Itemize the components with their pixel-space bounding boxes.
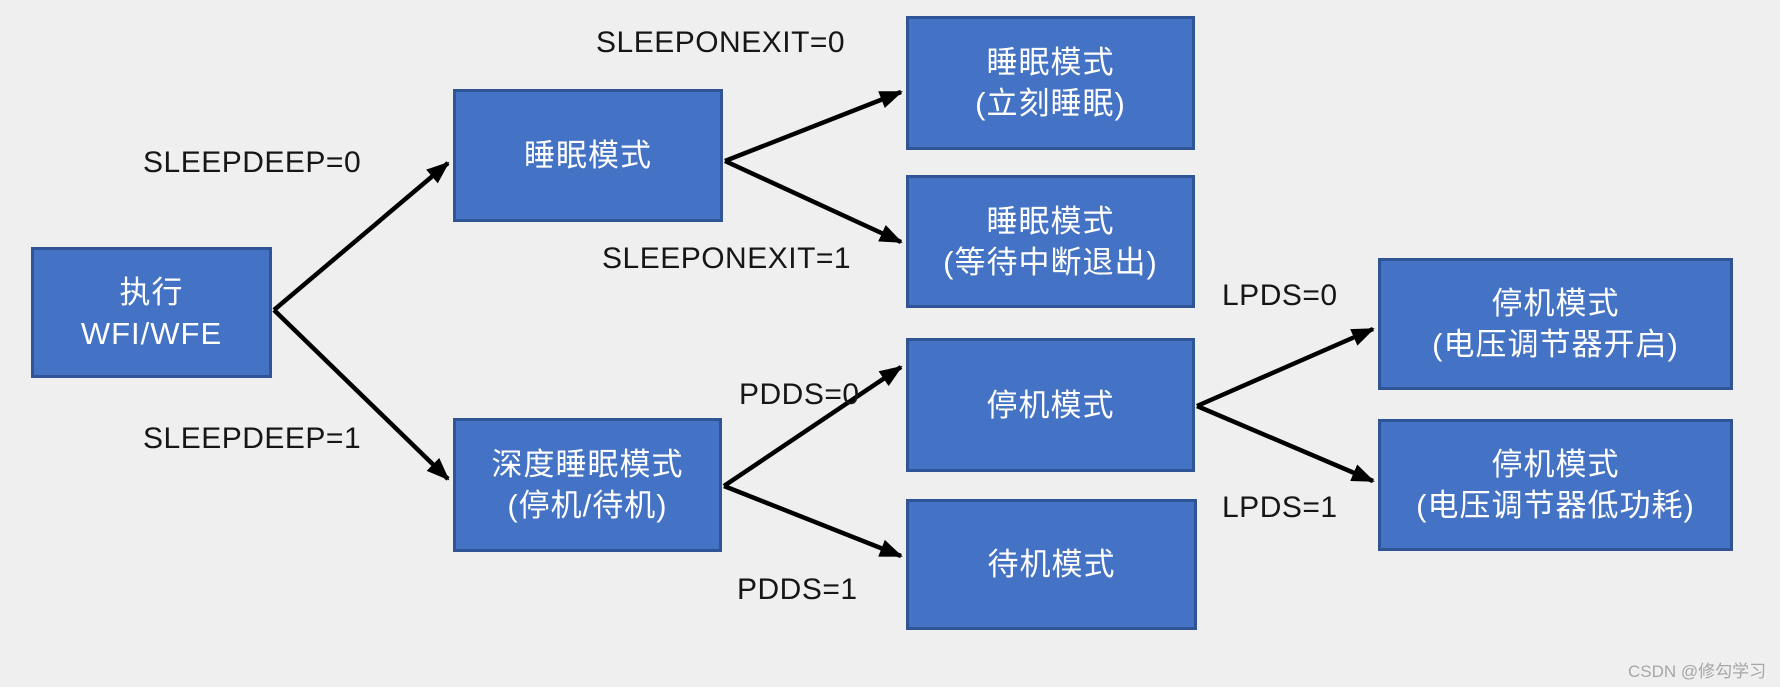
- csdn-watermark: CSDN @修勾学习: [1628, 662, 1767, 681]
- node-sleep-wait-exit: 睡眠模式 (等待中断退出): [906, 175, 1195, 308]
- arrow-sleep-to-sleep-wait-exit: [724, 158, 903, 245]
- node-deep-sleep-line2: (停机/待机): [507, 488, 668, 523]
- node-sleep-immediate-line1: 睡眠模式: [986, 45, 1115, 80]
- arrow-stop-to-stop-vr-low: [1196, 403, 1375, 484]
- node-stop-vr-on-line1: 停机模式: [1491, 286, 1620, 321]
- node-stop-line1: 停机模式: [986, 387, 1115, 423]
- node-sleep-wait-exit-line2: (等待中断退出): [943, 244, 1158, 280]
- node-deep-sleep-mode: 深度睡眠模式 (停机/待机): [453, 418, 722, 552]
- node-stop-mode: 停机模式: [906, 338, 1195, 472]
- node-standby-mode: 待机模式: [906, 499, 1197, 630]
- node-sleep-wait-exit-line1: 睡眠模式: [986, 203, 1115, 239]
- edge-label-pdds-1: PDDS=1: [737, 573, 858, 606]
- arrow-deep-sleep-to-standby: [723, 483, 903, 559]
- node-sleep-immediate-line2: (立刻睡眠): [975, 86, 1126, 121]
- edge-label-sleepdeep-1: SLEEPDEEP=1: [143, 422, 362, 455]
- node-execute-line1: 执行: [119, 274, 184, 310]
- arrow-sleep-to-sleep-immediate: [724, 89, 903, 164]
- arrow-stop-to-stop-vr-on: [1196, 326, 1375, 409]
- node-execute-wfi-wfe: 执行 WFI/WFE: [31, 247, 272, 378]
- edge-label-sleeponexit-1: SLEEPONEXIT=1: [602, 242, 852, 275]
- node-deep-sleep-line1: 深度睡眠模式: [491, 447, 684, 482]
- node-stop-vr-low-line2: (电压调节器低功耗): [1416, 488, 1695, 523]
- edge-label-lpds-0: LPDS=0: [1222, 279, 1338, 312]
- node-sleep-immediate: 睡眠模式 (立刻睡眠): [906, 16, 1195, 150]
- edge-label-sleeponexit-0: SLEEPONEXIT=0: [596, 26, 846, 59]
- node-standby-line1: 待机模式: [987, 547, 1116, 582]
- edge-label-lpds-1: LPDS=1: [1222, 491, 1338, 524]
- node-stop-vr-low: 停机模式 (电压调节器低功耗): [1378, 419, 1733, 551]
- edge-label-pdds-0: PDDS=0: [739, 378, 860, 411]
- node-sleep-mode: 睡眠模式: [453, 89, 723, 222]
- arrow-deep-sleep-to-stop: [722, 365, 903, 488]
- node-execute-line2: WFI/WFE: [80, 315, 223, 351]
- arrow-execute-to-sleep: [272, 161, 450, 312]
- node-sleep-line1: 睡眠模式: [524, 138, 652, 173]
- node-stop-vr-on-line2: (电压调节器开启): [1432, 327, 1679, 362]
- node-stop-vr-on: 停机模式 (电压调节器开启): [1378, 258, 1733, 390]
- arrow-execute-to-deep-sleep: [272, 308, 450, 481]
- node-stop-vr-low-line1: 停机模式: [1491, 447, 1620, 482]
- edge-label-sleepdeep-0: SLEEPDEEP=0: [143, 146, 362, 179]
